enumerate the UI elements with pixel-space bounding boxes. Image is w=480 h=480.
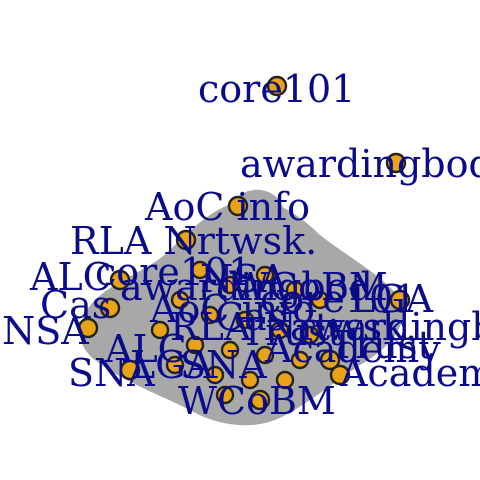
graph-node-label-overlap: Trust xyxy=(240,310,343,354)
graph-node-unlabeled xyxy=(215,385,235,405)
graph-node-sna xyxy=(119,359,141,381)
graph-node-core101 xyxy=(266,75,288,97)
graph-node-unlabeled xyxy=(310,290,330,310)
graph-node-label-overlap: AoC info xyxy=(149,287,315,331)
graph-node-label-academy: Academy xyxy=(339,351,480,395)
graph-node-unlabeled xyxy=(190,260,210,280)
graph-node-unlabeled xyxy=(220,340,240,360)
graph-node-label-overlap: LGA xyxy=(130,343,214,387)
graph-node-label-overlap: Cas xyxy=(215,295,286,339)
graph-node-label-overlap: SNA xyxy=(180,343,267,387)
graph-node-label-lga: LGA xyxy=(350,277,434,321)
graph-node-unlabeled xyxy=(240,370,260,390)
graph-node-label-overlap: Academy xyxy=(264,327,441,371)
graph-node-label-aoc-info: AoC info xyxy=(144,185,310,229)
graph-node-wcobm xyxy=(249,389,271,411)
graph-node-unlabeled xyxy=(270,320,290,340)
graph-node-unlabeled xyxy=(255,345,275,365)
graph-node-trust xyxy=(319,349,341,371)
graph-node-unlabeled xyxy=(205,365,225,385)
graph-node-label-awardingbod: awardingbod xyxy=(240,142,480,186)
graph-node-label-overlap: NSA xyxy=(200,257,287,301)
graph-node-nsa xyxy=(77,317,99,339)
graph-node-aoc-info xyxy=(227,195,249,217)
graph-node-unlabeled xyxy=(235,310,255,330)
graph-node-awardingbod xyxy=(385,152,407,174)
graph-node-unlabeled xyxy=(290,350,310,370)
graph-node-label-overlap: WCoBM xyxy=(230,265,388,309)
graph-node-unlabeled xyxy=(185,335,205,355)
graph-node-unlabeled xyxy=(275,370,295,390)
graph-node-lga xyxy=(389,289,411,311)
graph-node-label-sna: SNA xyxy=(68,351,155,395)
graph-node-cas xyxy=(99,297,121,319)
graph-node-unlabeled xyxy=(220,275,240,295)
graph-node-label-overlap: RLA Nrtwsk. xyxy=(170,305,417,349)
graph-node-unlabeled xyxy=(200,305,220,325)
graph-node-label-overlap: core101 xyxy=(95,250,252,294)
edge-cluster-upper xyxy=(235,189,285,239)
graph-node-label-overlap: awardingbod xyxy=(120,265,373,309)
graph-node-unlabeled xyxy=(300,325,320,345)
graph-node-academy xyxy=(329,364,351,386)
graph-node-label-trust: Trust xyxy=(330,323,433,367)
graph-node-label-cas: Cas xyxy=(40,283,111,327)
node-layer xyxy=(77,75,411,411)
graph-node-rla-nrtwsk xyxy=(175,229,197,251)
graph-node-label-alc: ALC xyxy=(29,255,112,299)
graph-node-unlabeled xyxy=(255,265,275,285)
graph-node-label-overlap: ALC xyxy=(104,327,187,371)
graph-node-label-overlap: awardingbod xyxy=(290,305,480,349)
graph-node-unlabeled xyxy=(285,280,305,300)
graph-node-label-core101: core101 xyxy=(198,67,355,111)
graph-node-unlabeled xyxy=(170,290,190,310)
graph-node-label-nsa: NSA xyxy=(2,309,89,353)
graph-node-unlabeled xyxy=(150,320,170,340)
graph-node-label-wcobm: WCoBM xyxy=(178,379,336,423)
graph-node-alc xyxy=(109,269,131,291)
graph-node-label-rla-nrtwsk: RLA Nrtwsk. xyxy=(70,219,317,263)
graph-node-unlabeled xyxy=(165,355,185,375)
graph-node-label-overlap: core101 xyxy=(260,277,417,321)
